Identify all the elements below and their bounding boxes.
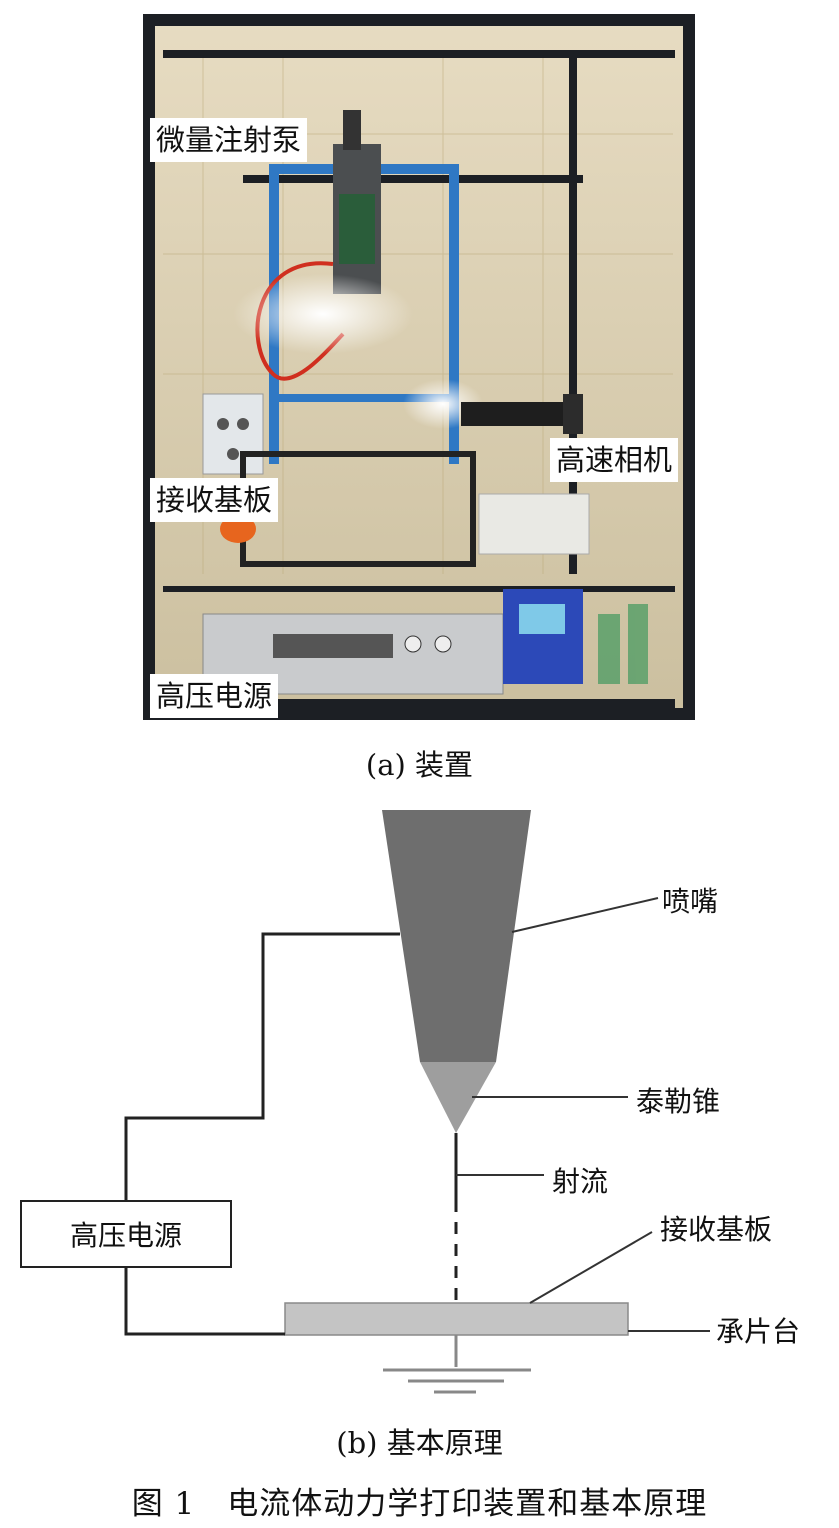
enclosure-frame bbox=[143, 14, 695, 720]
bottles bbox=[598, 604, 648, 684]
label-receiving-substrate: 接收基板 bbox=[150, 478, 279, 522]
figure-title: 图 1 电流体动力学打印装置和基本原理 bbox=[131, 1486, 708, 1522]
label-taylor-cone: 泰勒锥 bbox=[636, 1085, 721, 1118]
taylor-cone-shape bbox=[420, 1062, 496, 1133]
label-jet: 射流 bbox=[552, 1165, 609, 1198]
caption-panel-b: (b) 基本原理 bbox=[336, 1426, 503, 1460]
camera-device bbox=[461, 394, 590, 555]
nozzle-shape bbox=[382, 810, 531, 1062]
orange-cap bbox=[220, 515, 256, 543]
label-receiving-substrate-b: 接收基板 bbox=[660, 1213, 773, 1246]
wire-to-stage bbox=[124, 1268, 285, 1336]
syringe-pump-device bbox=[333, 110, 381, 294]
label-nozzle: 喷嘴 bbox=[662, 885, 719, 918]
control-box bbox=[202, 393, 264, 475]
leader-nozzle bbox=[511, 897, 659, 933]
label-high-voltage-supply: 高压电源 bbox=[150, 674, 279, 718]
label-high-speed-camera: 高速相机 bbox=[550, 438, 679, 482]
wire-to-nozzle bbox=[124, 932, 400, 1200]
substrate-plate bbox=[284, 1302, 629, 1336]
label-stage: 承片台 bbox=[716, 1315, 801, 1348]
light-glare bbox=[233, 274, 413, 354]
ground-icon bbox=[383, 1335, 531, 1394]
high-voltage-supply-box: 高压电源 bbox=[20, 1200, 232, 1268]
pump-controller bbox=[503, 589, 583, 684]
caption-panel-a: (a) 装置 bbox=[365, 748, 474, 782]
high-voltage-supply-label: 高压电源 bbox=[69, 1219, 182, 1252]
label-syringe-pump: 微量注射泵 bbox=[150, 118, 308, 162]
red-tubing bbox=[255, 261, 345, 381]
leader-substrate bbox=[529, 1231, 653, 1304]
apparatus-photo bbox=[143, 14, 695, 720]
principle-diagram bbox=[124, 810, 710, 1394]
